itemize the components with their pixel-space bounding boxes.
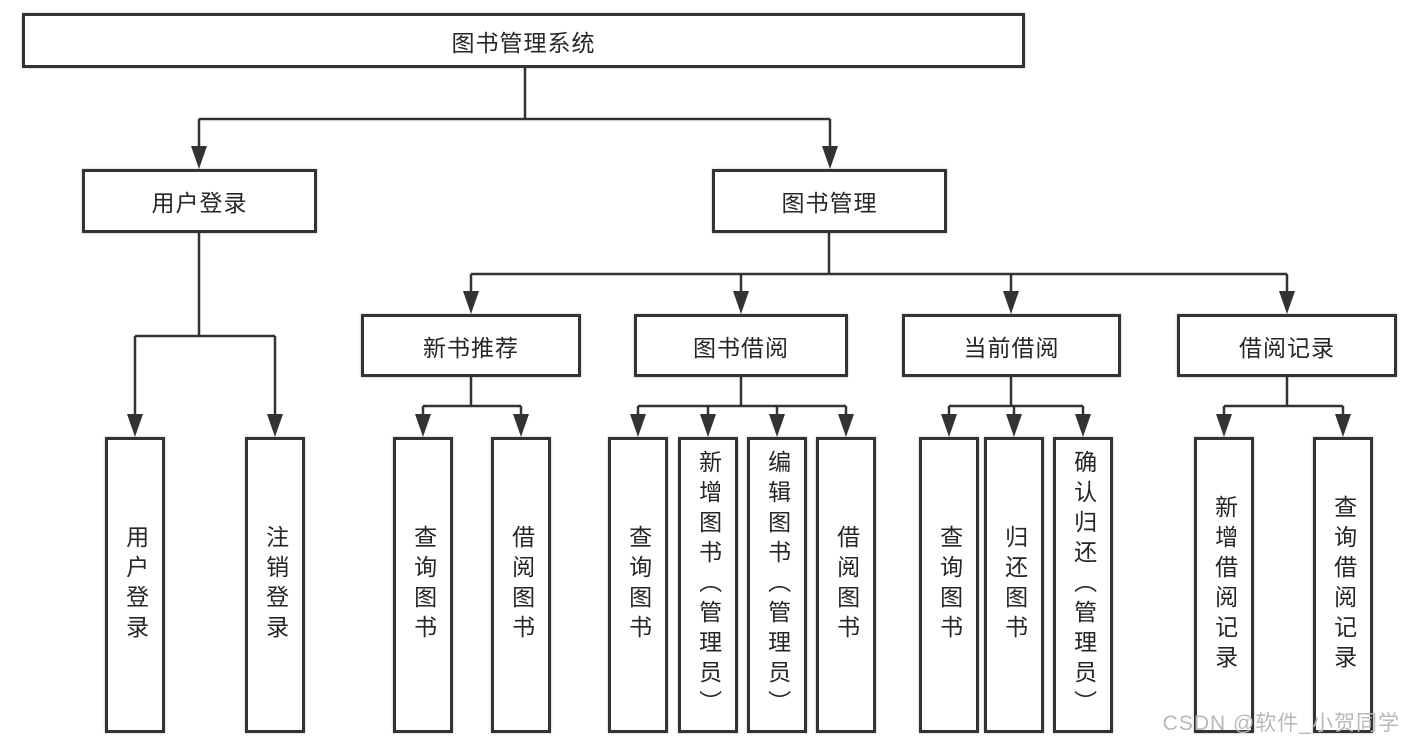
node-library-management-system: 图书管理系统 (22, 13, 1025, 68)
arrowhead-icon (630, 414, 646, 437)
leaf-query-books-recommend: 查询图书 (393, 437, 453, 733)
connector-user-login-children (133, 233, 277, 416)
arrowhead-icon (191, 146, 207, 169)
node-label: 新书推荐 (423, 334, 519, 361)
connector-book-management-children (469, 233, 1289, 293)
node-label: 图书管理系统 (451, 29, 596, 56)
connector-new-book-children (421, 377, 523, 416)
arrowhead-icon (1216, 414, 1232, 437)
leaf-query-books-current: 查询图书 (919, 437, 979, 733)
arrowhead-icon (127, 414, 143, 437)
arrowhead-icon (513, 414, 529, 437)
node-user-login: 用户登录 (82, 169, 317, 233)
leaf-borrow-books: 借阅图书 (816, 437, 876, 733)
node-label: 用户登录 (122, 525, 149, 645)
arrowhead-icon (769, 414, 785, 437)
leaf-query-borrow-record: 查询借阅记录 (1313, 437, 1373, 733)
arrowhead-icon (822, 146, 838, 169)
arrowhead-icon (463, 291, 479, 314)
node-book-management: 图书管理 (712, 169, 947, 233)
node-label: 图书管理 (781, 190, 878, 216)
csdn-watermark: CSDN @软件_小贺同学 (1162, 712, 1400, 735)
leaf-confirm-return-admin: 确认归还（管理员） (1053, 437, 1113, 733)
node-label: 当前借阅 (963, 334, 1060, 361)
node-label: 查询图书 (625, 525, 652, 645)
node-label: 归还图书 (1001, 525, 1028, 645)
node-label: 借阅图书 (833, 525, 860, 645)
node-label: 新增图书（管理员） (695, 450, 722, 720)
arrowhead-icon (941, 414, 957, 437)
node-label: 新增借阅记录 (1211, 495, 1238, 675)
node-book-borrowing: 图书借阅 (634, 314, 848, 377)
node-label: 查询图书 (410, 525, 437, 645)
node-label: 编辑图书（管理员） (764, 450, 791, 720)
node-label: 查询图书 (936, 525, 963, 645)
leaf-edit-books-admin: 编辑图书（管理员） (747, 437, 807, 733)
node-label: 注销登录 (262, 525, 289, 645)
arrowhead-icon (1075, 414, 1091, 437)
node-label: 用户登录 (151, 190, 248, 216)
node-borrowing-records: 借阅记录 (1177, 314, 1397, 377)
connector-root-to-level2 (197, 68, 832, 148)
leaf-return-books: 归还图书 (984, 437, 1044, 733)
leaf-logout: 注销登录 (245, 437, 305, 733)
connector-borrow-record-children (1222, 377, 1345, 416)
leaf-query-books-borrow: 查询图书 (608, 437, 668, 733)
leaf-add-borrow-record: 新增借阅记录 (1194, 437, 1254, 733)
node-current-borrowing: 当前借阅 (902, 314, 1121, 377)
node-label: 借阅记录 (1239, 334, 1335, 361)
arrowhead-icon (1003, 291, 1019, 314)
leaf-add-books-admin: 新增图书（管理员） (678, 437, 738, 733)
arrowhead-icon (267, 414, 283, 437)
arrowhead-icon (838, 414, 854, 437)
node-label: 查询借阅记录 (1330, 495, 1357, 675)
arrowheads (127, 146, 1351, 437)
leaf-borrow-books-recommend: 借阅图书 (491, 437, 551, 733)
node-label: 图书借阅 (693, 334, 789, 361)
connector-current-borrow-children (947, 377, 1085, 416)
leaf-user-login: 用户登录 (105, 437, 165, 733)
node-new-book-recommendation: 新书推荐 (361, 314, 581, 377)
connector-lines (133, 68, 1345, 416)
node-label: 借阅图书 (508, 525, 535, 645)
arrowhead-icon (415, 414, 431, 437)
node-label: 确认归还（管理员） (1070, 450, 1097, 720)
arrowhead-icon (1279, 291, 1295, 314)
arrowhead-icon (700, 414, 716, 437)
arrowhead-icon (1006, 414, 1022, 437)
connector-book-borrow-children (636, 377, 848, 416)
arrowhead-icon (733, 291, 749, 314)
arrowhead-icon (1335, 414, 1351, 437)
